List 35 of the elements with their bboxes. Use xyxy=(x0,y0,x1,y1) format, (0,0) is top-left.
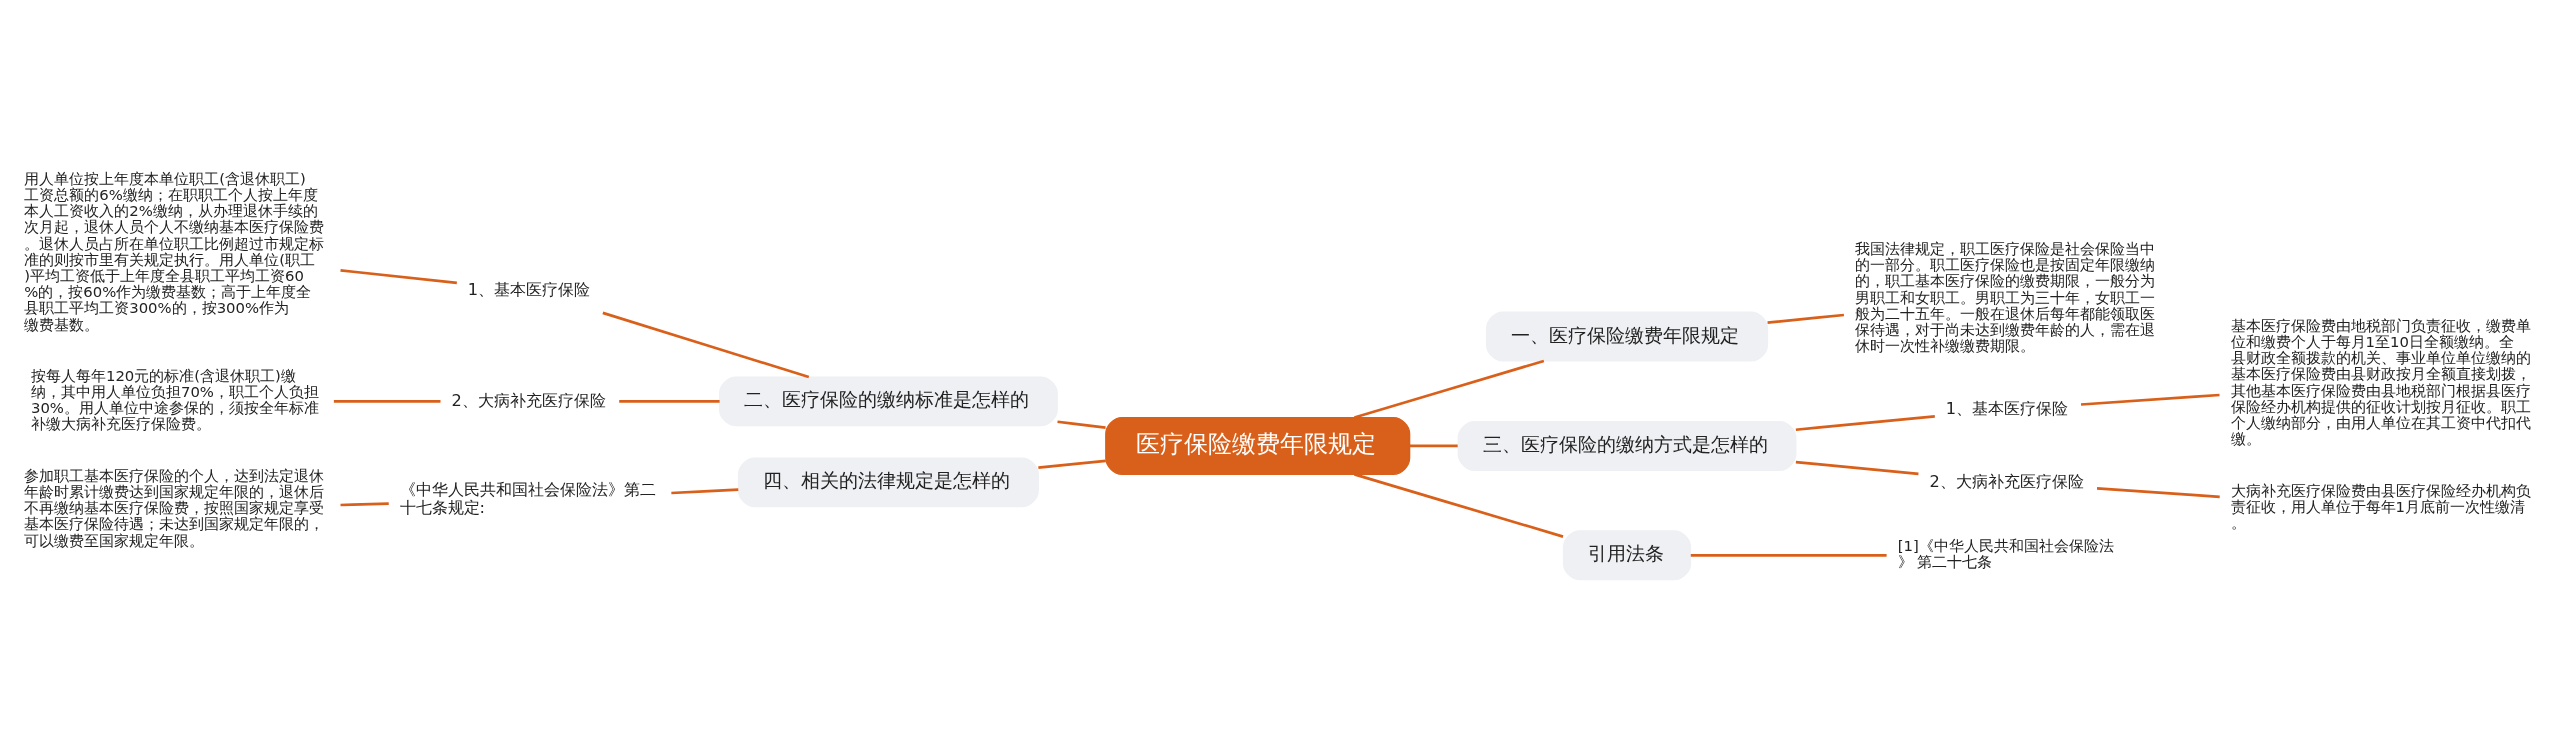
connector xyxy=(1690,553,1887,557)
node-text: 参加职工基本医疗保险的个人，达到法定退休年龄时累计缴费达到国家规定年限的，退休后不再缴纳基本医疗保险费，按照国家规定享受基本医疗保险待遇；未达到国家规定年限的，可以缴费至国家规定年限。 xyxy=(24,466,325,550)
node-text: 2、大病补充医疗保险 xyxy=(451,390,606,410)
connector xyxy=(602,311,810,378)
node-box: 引用法条 xyxy=(1562,529,1692,580)
connector xyxy=(671,487,739,494)
node-box: 三、医疗保险的缴纳方式是怎样的 xyxy=(1457,420,1797,471)
connector xyxy=(340,501,389,506)
connector xyxy=(1354,359,1545,419)
node-text: 大病补充医疗保险费由县医疗保险经办机构负责征收，用人单位于每年1月底前一次性缴清。 xyxy=(2230,481,2531,532)
connector xyxy=(1038,459,1106,469)
connector xyxy=(1767,313,1845,324)
node-text: 用人单位按上年度本单位职工(含退休职工)工资总额的6%缴纳；在职职工个人按上年度本人工资收入的2%缴纳，从办理退休手续的次月起，退休人员个人不缴纳基本医疗保险费。退休人员占所在单位职工比例超过市规定标准的则按市里有关规定执行。用人单位(职工)平均工资低于上年度全县职工平均工资60%的，按60%作为缴费基数；高于上年度全县职工平均工资300%的，按300%作为缴费基数。 xyxy=(24,169,325,334)
node-text: 基本医疗保险费由地税部门负责征收，缴费单位和缴费个人于每月1至10日全额缴纳。全县财政全额拨款的机关、事业单位单位缴纳的基本医疗保险费由县财政按月全额直接划拨，其他基本医疗保险费由县地税部门根据县医疗保险经办机构提供的征收计划按月征收。职工个人缴纳部分，由用人单位在其工资中代扣代缴。 xyxy=(2230,316,2531,448)
node-text: 1、基本医疗保险 xyxy=(1945,398,2069,418)
node-box: 一、医疗保险缴费年限规定 xyxy=(1485,311,1769,362)
node-box: 医疗保险缴费年限规定 xyxy=(1105,416,1411,475)
node-text: 2、大病补充医疗保险 xyxy=(1929,471,2084,491)
node-text: 1、基本医疗保险 xyxy=(467,279,591,299)
node-text: 我国法律规定，职工医疗保险是社会保险当中的一部分。职工医疗保险也是按固定年限缴纳的，职工基本医疗保险的缴费期限，一般分为男职工和女职工。男职工为三十年，女职工一般为二十五年。一般在退休后每年都能领取医保待遇，对于尚未达到缴费年龄的人，需在退休时一次性补缴缴费期限。 xyxy=(1855,239,2156,355)
connector xyxy=(2096,486,2220,498)
connector xyxy=(2080,393,2220,406)
connector xyxy=(1057,419,1106,429)
node-box: 二、医疗保险的缴纳标准是怎样的 xyxy=(718,375,1058,426)
node-text: 按每人每年120元的标准(含退休职工)缴纳，其中用人单位负担70%，职工个人负担30%。用人单位中途参保的，须按全年标准补缴大病补充医疗保险费。 xyxy=(30,366,319,433)
connector xyxy=(1795,460,1919,475)
node-text: [1]《中华人民共和国社会保险法》 第二十七条 xyxy=(1897,536,2114,571)
connector xyxy=(1409,444,1458,447)
connector xyxy=(1354,472,1564,538)
node-box: 四、相关的法律规定是怎样的 xyxy=(737,456,1039,507)
node-text: 《中华人民共和国社会保险法》第二十七条规定: xyxy=(399,479,656,517)
connector xyxy=(1795,414,1935,431)
connector xyxy=(619,399,720,403)
connector xyxy=(340,268,457,284)
connector xyxy=(333,399,441,403)
